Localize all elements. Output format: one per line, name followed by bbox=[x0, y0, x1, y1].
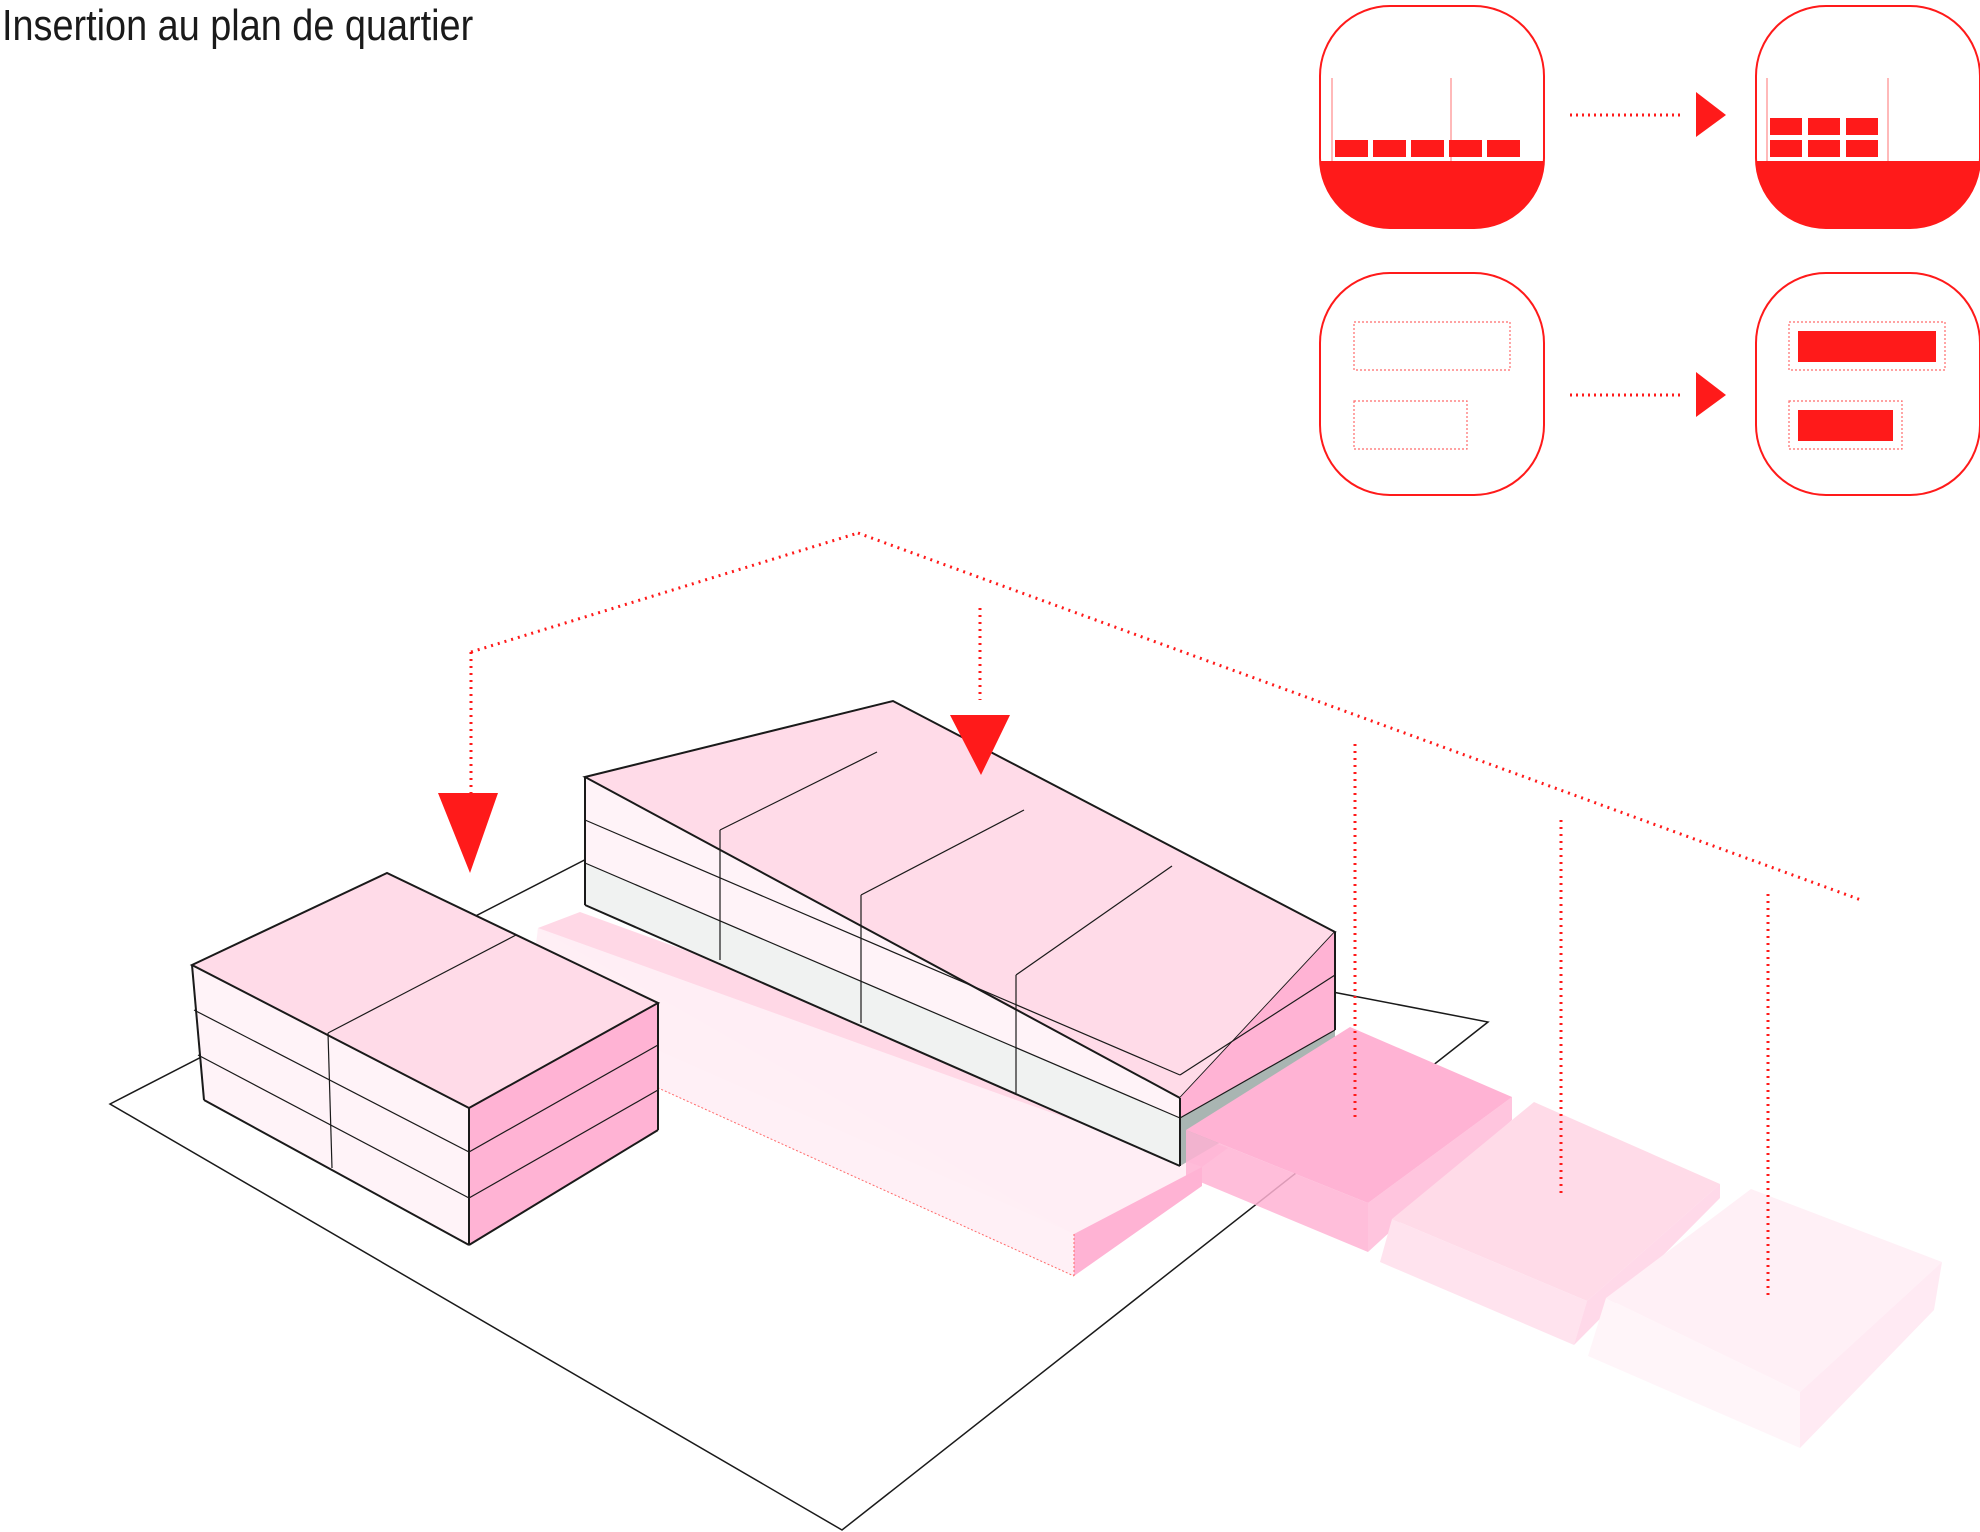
legend-arrow-row1 bbox=[1570, 92, 1726, 137]
arrow-left-block bbox=[438, 793, 498, 873]
legend-plan-after bbox=[1755, 272, 1980, 496]
legend-section-after bbox=[1755, 5, 1980, 229]
arrow-main-block bbox=[950, 715, 1010, 775]
legend-arrow-row2 bbox=[1570, 372, 1726, 417]
legend-plan-before bbox=[1319, 272, 1545, 496]
page-title: Insertion au plan de quartier bbox=[2, 1, 474, 50]
legend-section-before bbox=[1319, 5, 1545, 229]
slab-3 bbox=[1588, 1189, 1942, 1448]
guide-lines bbox=[469, 531, 1862, 1300]
left-block bbox=[189, 871, 661, 1246]
